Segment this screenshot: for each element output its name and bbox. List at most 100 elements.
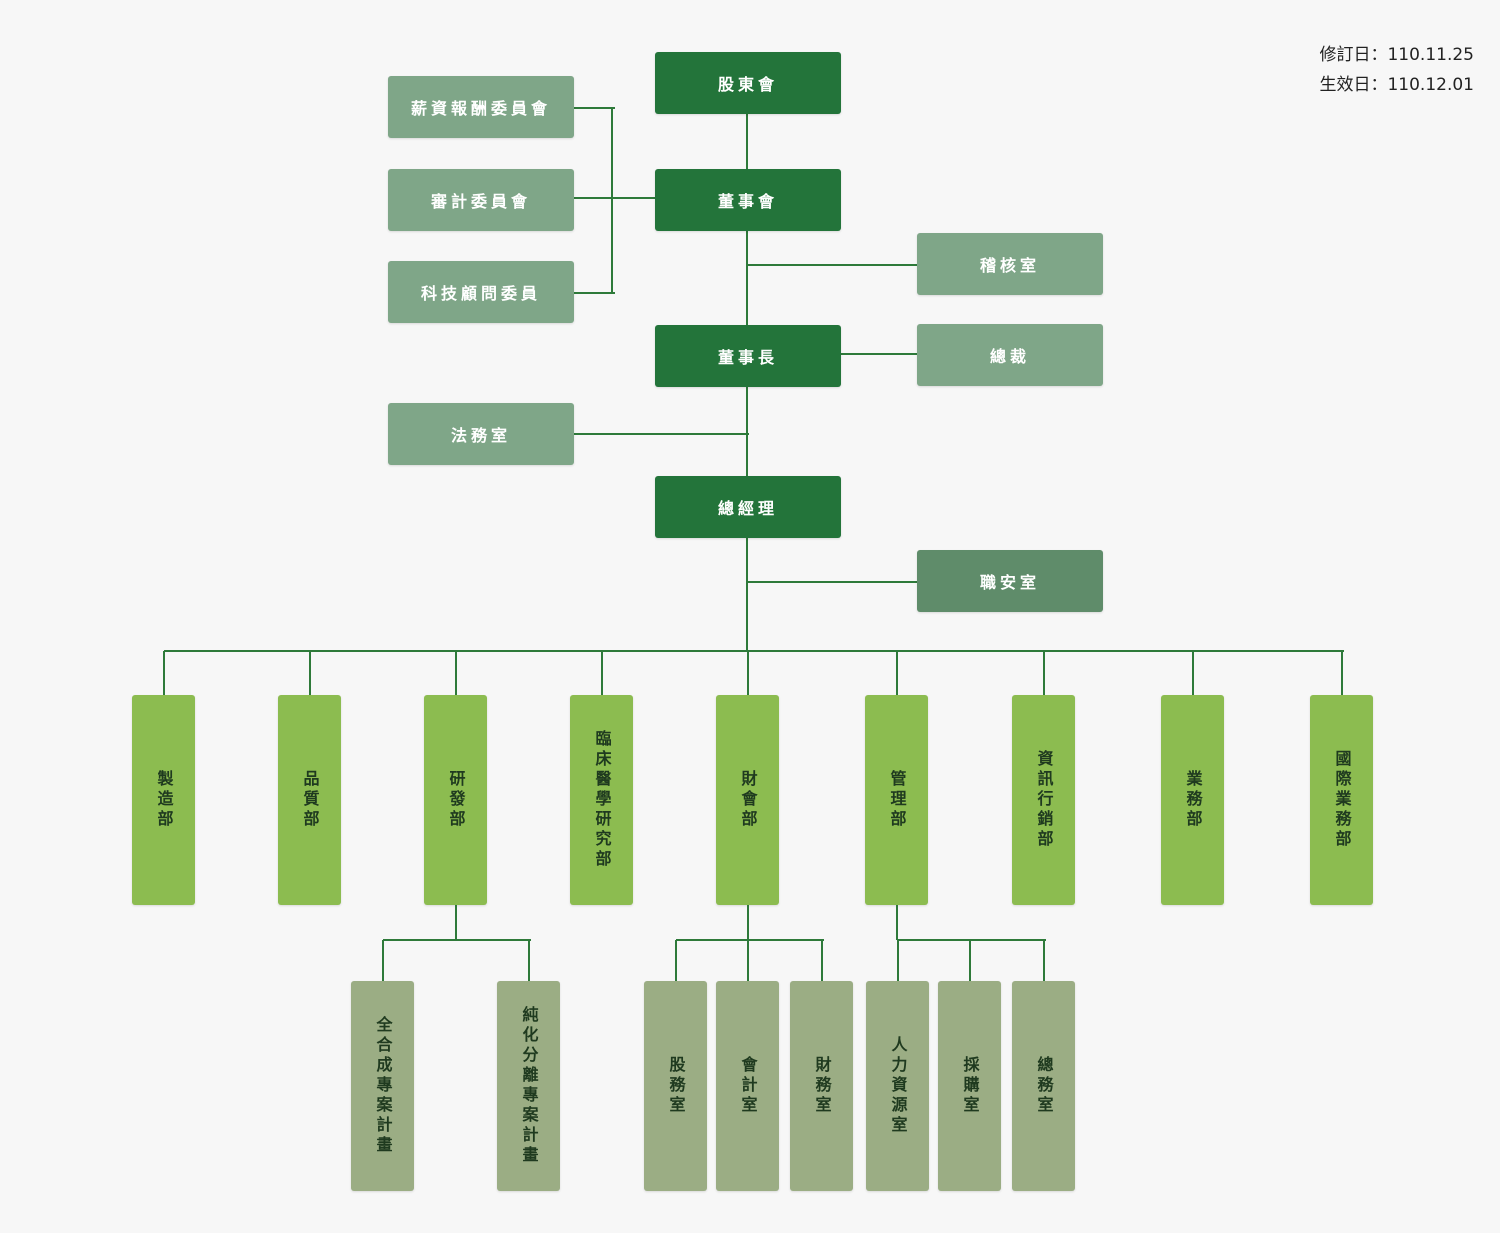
chairman-label: 董事長 xyxy=(717,348,778,367)
department-clinical: 臨床醫學研究部 xyxy=(570,695,633,905)
legal-office-label: 法務室 xyxy=(450,426,511,445)
department-international-label: 國際業務部 xyxy=(1332,750,1352,850)
department-it_marketing: 資訊行銷部 xyxy=(1012,695,1075,905)
department-rnd: 研發部 xyxy=(424,695,487,905)
connector-sub-total-synthesis xyxy=(381,940,384,981)
effective-date-value: 110.12.01 xyxy=(1387,75,1474,95)
connector-legal xyxy=(573,433,749,435)
sub-unit-accounting: 會計室 xyxy=(716,981,779,1191)
connector-finance-down xyxy=(746,905,749,940)
president-label: 總裁 xyxy=(989,347,1030,366)
connector-dept-sales xyxy=(1191,651,1194,695)
department-finance: 財會部 xyxy=(716,695,779,905)
revised-date-row: 修訂日：110.11.25 xyxy=(1319,40,1474,70)
sub-unit-accounting-label: 會計室 xyxy=(738,1056,758,1116)
tech-advisory-committee-label: 科技顧問委員 xyxy=(420,284,541,303)
sub-unit-stock-affairs: 股務室 xyxy=(644,981,707,1191)
general-manager: 總經理 xyxy=(655,476,841,538)
connector-finance-bus xyxy=(675,939,824,941)
revised-date-label: 修訂日 xyxy=(1319,45,1371,65)
department-management-label: 管理部 xyxy=(887,770,907,830)
sub-unit-stock-affairs-label: 股務室 xyxy=(666,1056,686,1116)
internal-audit-office-label: 稽核室 xyxy=(979,256,1040,275)
connector-audit xyxy=(573,197,658,199)
department-manufacturing-label: 製造部 xyxy=(154,770,174,830)
department-clinical-label: 臨床醫學研究部 xyxy=(592,730,612,870)
sub-unit-general-affairs-label: 總務室 xyxy=(1034,1056,1054,1116)
connector-sub-general-affairs xyxy=(1042,940,1045,981)
sub-unit-procurement-label: 採購室 xyxy=(960,1056,980,1116)
department-international: 國際業務部 xyxy=(1310,695,1373,905)
connector-dept-it_marketing xyxy=(1042,651,1045,695)
audit-committee-label: 審計委員會 xyxy=(430,192,531,211)
board-of-directors: 董事會 xyxy=(655,169,841,231)
general-manager-label: 總經理 xyxy=(717,499,778,518)
sub-unit-hr: 人力資源室 xyxy=(866,981,929,1191)
department-quality: 品質部 xyxy=(278,695,341,905)
compensation-committee-label: 薪資報酬委員會 xyxy=(410,99,551,118)
sub-unit-procurement: 採購室 xyxy=(938,981,1001,1191)
connector-sub-accounting xyxy=(746,940,749,981)
connector-dept-management xyxy=(895,651,898,695)
connector-president xyxy=(840,353,920,355)
department-rnd-label: 研發部 xyxy=(446,770,466,830)
revision-info: 修訂日：110.11.25 生效日：110.12.01 xyxy=(1319,40,1474,100)
connector-safety xyxy=(747,581,920,583)
department-manufacturing: 製造部 xyxy=(132,695,195,905)
connector-sub-stock-affairs xyxy=(674,940,677,981)
effective-date-row: 生效日：110.12.01 xyxy=(1319,70,1474,100)
connector-gm-departments xyxy=(746,538,748,651)
connector-management-bus xyxy=(896,939,1046,941)
sub-unit-general-affairs: 總務室 xyxy=(1012,981,1075,1191)
connector-dept-quality xyxy=(308,651,311,695)
connector-committees-bus xyxy=(611,107,613,294)
connector-compensation xyxy=(573,107,615,109)
department-management: 管理部 xyxy=(865,695,928,905)
compensation-committee: 薪資報酬委員會 xyxy=(388,76,574,138)
department-quality-label: 品質部 xyxy=(300,770,320,830)
revised-date-separator: ： xyxy=(1370,45,1388,65)
connector-rnd-down xyxy=(454,905,457,940)
effective-date-separator: ： xyxy=(1370,75,1388,95)
connector-departments-bus xyxy=(163,650,1344,652)
board-of-directors-label: 董事會 xyxy=(717,192,778,211)
connector-sub-procurement xyxy=(968,940,971,981)
connector-dept-finance xyxy=(746,651,749,695)
chairman: 董事長 xyxy=(655,325,841,387)
effective-date-label: 生效日 xyxy=(1319,75,1371,95)
tech-advisory-committee: 科技顧問委員 xyxy=(388,261,574,323)
sub-unit-purification: 純化分離專案計畫 xyxy=(497,981,560,1191)
connector-management-down xyxy=(895,905,898,940)
sub-unit-hr-label: 人力資源室 xyxy=(888,1036,908,1136)
sub-unit-treasury-label: 財務室 xyxy=(812,1056,832,1116)
connector-dept-manufacturing xyxy=(162,651,165,695)
internal-audit-office: 稽核室 xyxy=(917,233,1103,295)
safety-office: 職安室 xyxy=(917,550,1103,612)
legal-office: 法務室 xyxy=(388,403,574,465)
connector-dept-clinical xyxy=(600,651,603,695)
connector-rnd-bus xyxy=(382,939,531,941)
connector-sub-treasury xyxy=(820,940,823,981)
president: 總裁 xyxy=(917,324,1103,386)
department-sales-label: 業務部 xyxy=(1183,770,1203,830)
audit-committee: 審計委員會 xyxy=(388,169,574,231)
department-it_marketing-label: 資訊行銷部 xyxy=(1034,750,1054,850)
shareholders-meeting-label: 股東會 xyxy=(717,75,778,94)
connector-dept-rnd xyxy=(454,651,457,695)
sub-unit-purification-label: 純化分離專案計畫 xyxy=(519,1006,539,1166)
shareholders-meeting: 股東會 xyxy=(655,52,841,114)
connector-dept-international xyxy=(1340,651,1343,695)
connector-sub-purification xyxy=(527,940,530,981)
connector-tech xyxy=(573,292,615,294)
sub-unit-treasury: 財務室 xyxy=(790,981,853,1191)
connector-sub-hr xyxy=(896,940,899,981)
connector-board-chairman xyxy=(746,231,748,326)
connector-internal-audit xyxy=(747,264,920,266)
safety-office-label: 職安室 xyxy=(979,573,1040,592)
connector-shareholders-board xyxy=(746,114,748,170)
department-sales: 業務部 xyxy=(1161,695,1224,905)
sub-unit-total-synthesis: 全合成專案計畫 xyxy=(351,981,414,1191)
revised-date-value: 110.11.25 xyxy=(1387,45,1474,65)
connector-chairman-gm xyxy=(746,387,748,477)
